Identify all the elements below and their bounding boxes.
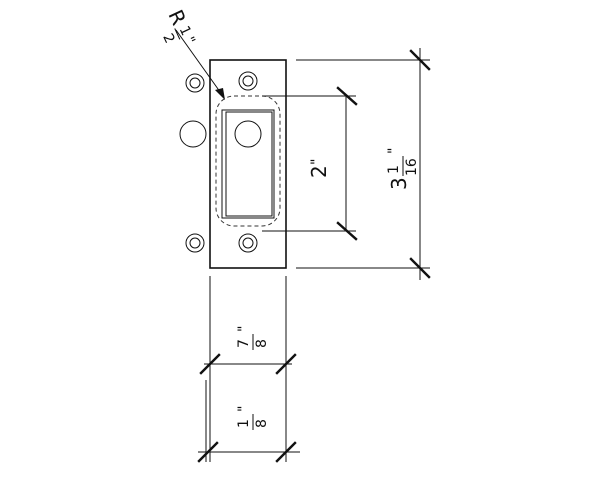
radius-leader-arrowhead — [215, 88, 225, 100]
screw-hole-bottom — [238, 233, 258, 253]
offset-tick-right — [275, 441, 297, 463]
plate-width-tick-right — [275, 353, 297, 375]
svg-text:2: 2 — [307, 165, 331, 178]
outside-large-hole — [179, 120, 207, 148]
slot-length-label: 2 " — [307, 159, 331, 178]
offset-tick-left — [197, 441, 219, 463]
svg-text:16: 16 — [404, 158, 420, 176]
svg-text:8: 8 — [254, 419, 270, 428]
overall-dim-tick-bottom — [409, 257, 431, 279]
plate-width-label: 7 8 " — [236, 326, 270, 350]
svg-text:2: 2 — [159, 31, 177, 46]
overall-height-label: 3 1 16 " — [386, 148, 420, 190]
svg-text:3: 3 — [387, 177, 411, 190]
hidden-radius-outline — [215, 95, 281, 227]
latch-hole — [234, 120, 262, 148]
outside-screw-top — [185, 73, 205, 93]
screw-hole-top — [238, 71, 258, 91]
radius-label: R 1 2 " — [159, 6, 198, 47]
offset-width-label: 1 8 " — [236, 406, 270, 430]
plate-width-tick-left — [199, 353, 221, 375]
slot-dim-tick-bottom — [336, 221, 358, 241]
svg-text:7: 7 — [236, 339, 252, 348]
slot-dim-tick-top — [336, 86, 358, 106]
svg-text:1: 1 — [386, 165, 402, 174]
svg-text:": " — [309, 159, 325, 165]
svg-text:1: 1 — [236, 419, 252, 428]
slot-outer-outline — [221, 109, 275, 219]
radius-leader-line — [175, 29, 224, 97]
slot-inner-outline — [225, 111, 273, 217]
svg-text:": " — [236, 406, 252, 412]
svg-text:": " — [386, 148, 402, 154]
svg-text:": " — [236, 326, 252, 332]
strike-plate-outline — [209, 59, 287, 269]
overall-dim-tick-top — [409, 49, 431, 71]
svg-text:8: 8 — [254, 339, 270, 348]
outside-screw-bottom — [185, 233, 205, 253]
